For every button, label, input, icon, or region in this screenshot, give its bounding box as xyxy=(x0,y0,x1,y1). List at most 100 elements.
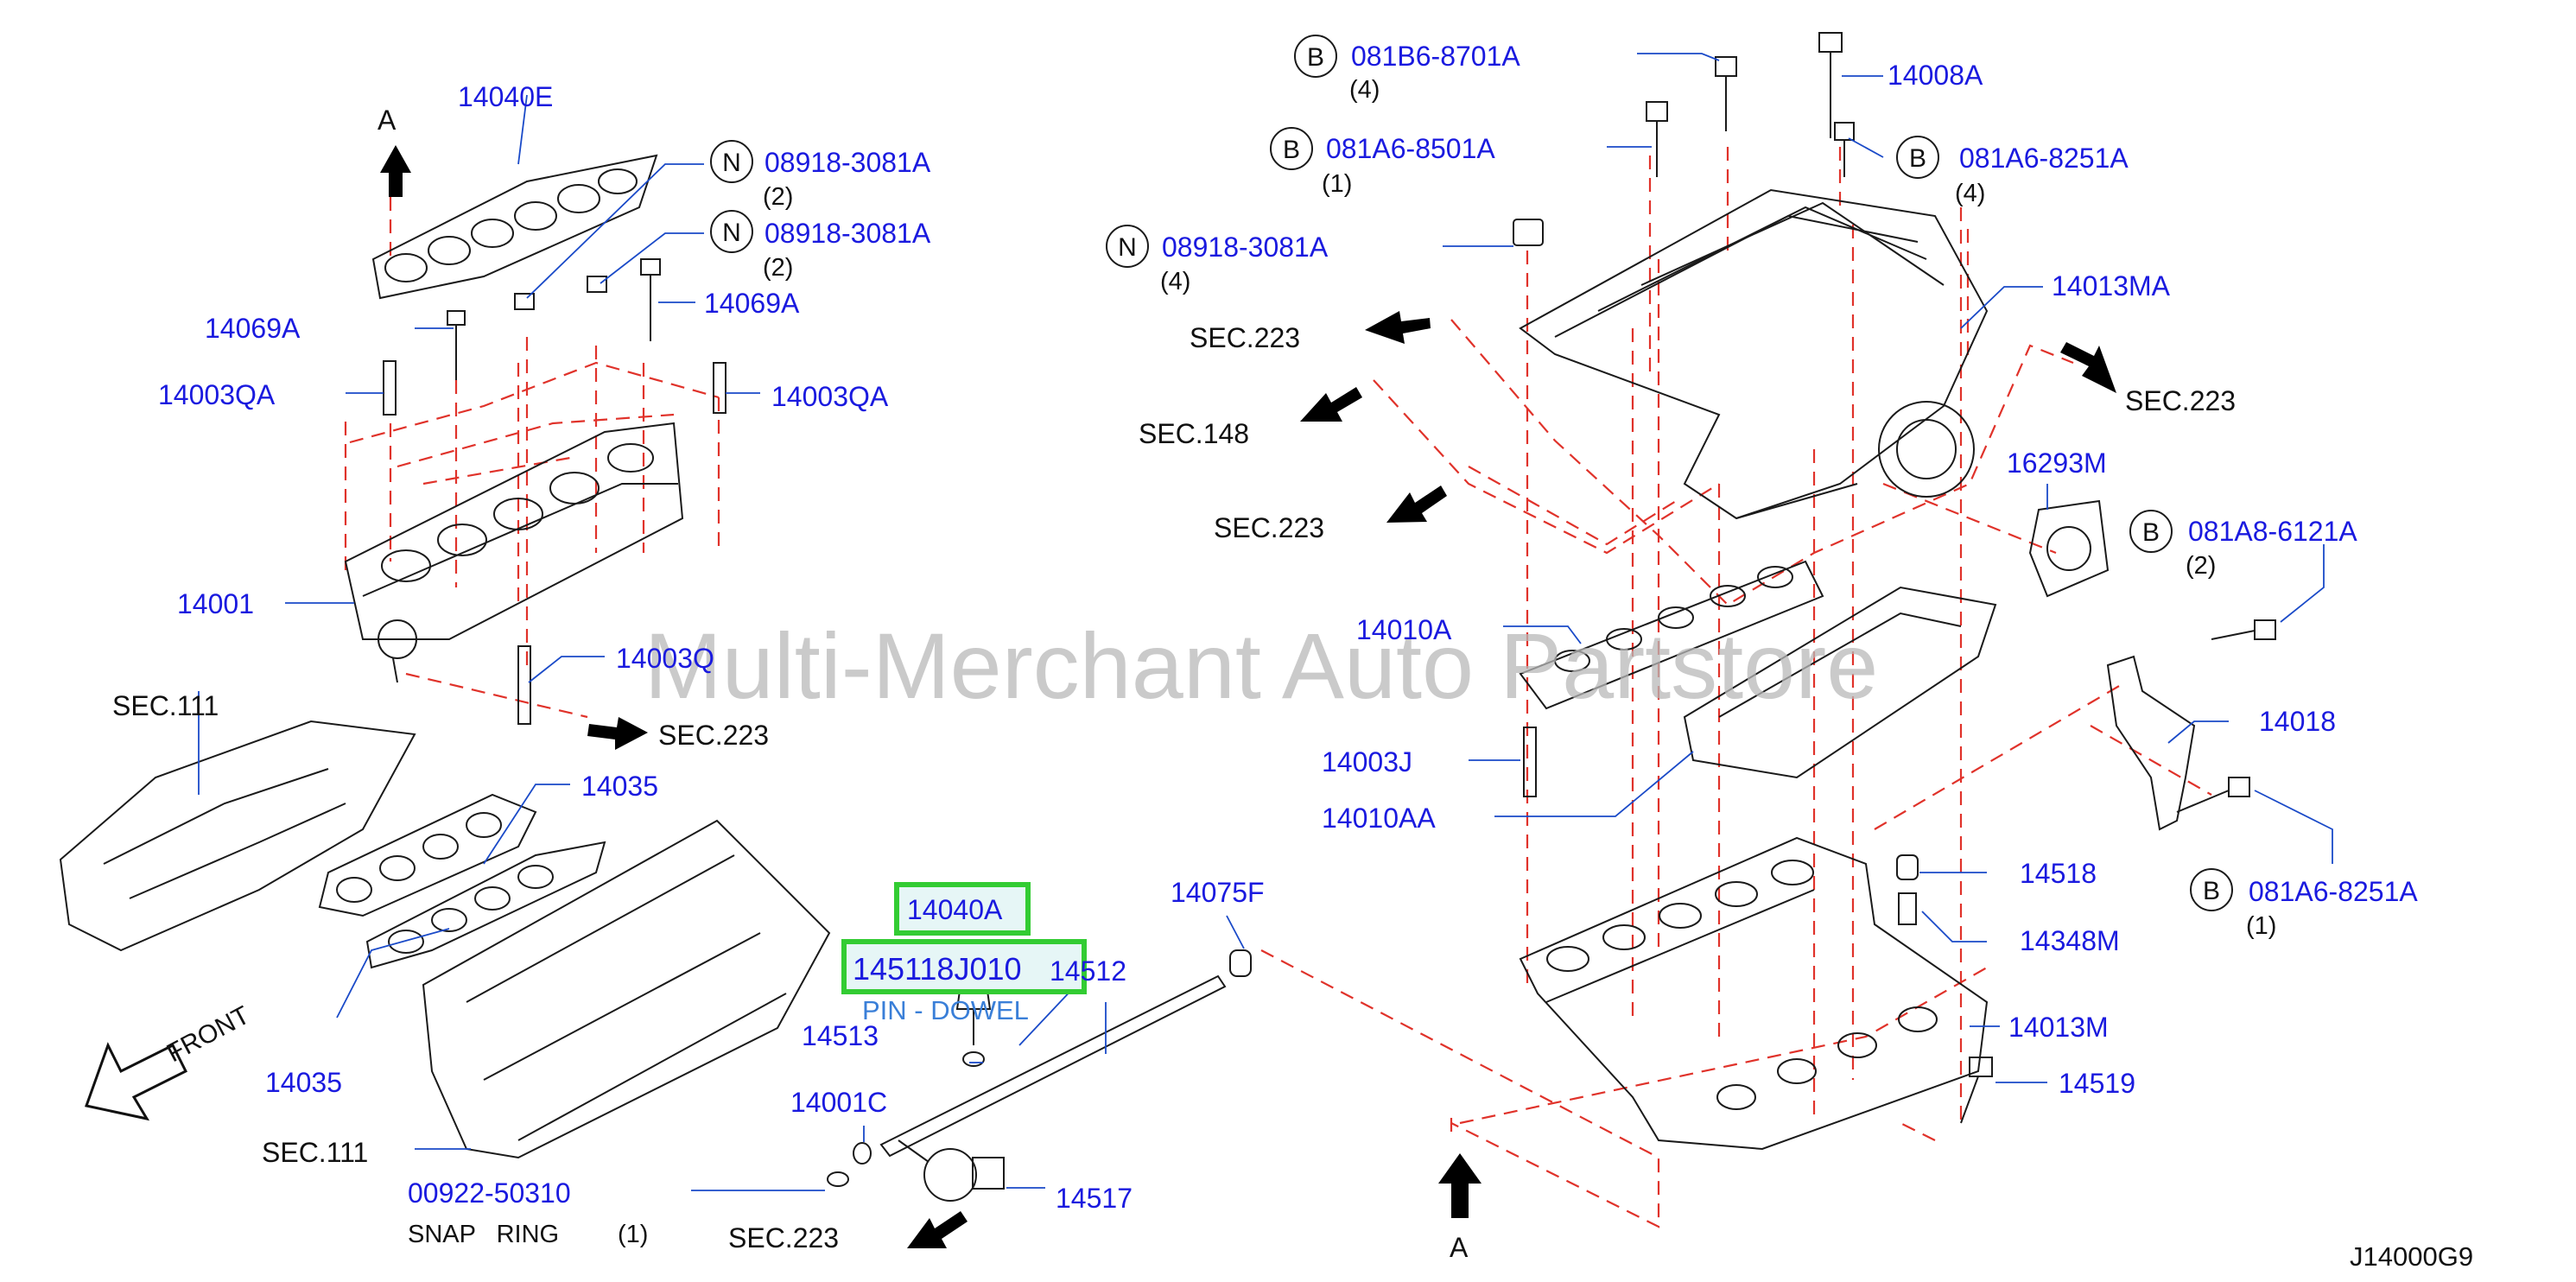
sec-111-top[interactable]: SEC.111 xyxy=(112,690,219,721)
bolt-081a8-6121a-drawing xyxy=(2211,619,2276,640)
collector-14001-drawing xyxy=(344,422,684,683)
sec-223-e[interactable]: SEC.223 xyxy=(728,1222,839,1253)
part-14517[interactable]: 14517 xyxy=(1056,1183,1133,1214)
sec-223-d[interactable]: SEC.223 xyxy=(658,720,769,751)
part-14040e[interactable]: 14040E xyxy=(458,81,553,112)
gasket-16293m-drawing xyxy=(2028,499,2110,598)
bolt-14069a-left-drawing xyxy=(447,310,466,380)
part-081a6-8251a-bottom[interactable]: 081A6-8251A xyxy=(2249,876,2418,907)
part-14001[interactable]: 14001 xyxy=(177,588,254,619)
part-14013m[interactable]: 14013M xyxy=(2008,1012,2109,1043)
part-081a6-8251a-top[interactable]: 081A6-8251A xyxy=(1959,143,2129,174)
part-14513[interactable]: 14513 xyxy=(802,1020,879,1051)
part-14512[interactable]: 14512 xyxy=(1050,955,1126,987)
part-14069a-left[interactable]: 14069A xyxy=(205,313,301,344)
intake-collector-14013ma-drawing xyxy=(1519,188,1989,520)
callout-circles xyxy=(710,35,2233,911)
qty-081a6-8501a: (1) xyxy=(1322,170,1352,198)
stud-14003q-drawing xyxy=(517,645,531,725)
part-14518[interactable]: 14518 xyxy=(2020,858,2097,889)
part-14075f[interactable]: 14075F xyxy=(1171,877,1265,908)
part-14040a[interactable]: 14040A xyxy=(907,894,1003,925)
part-081a8-6121a[interactable]: 081A8-6121A xyxy=(2188,516,2357,547)
label-a-bottom: A xyxy=(1450,1232,1469,1263)
front-label: FRONT xyxy=(162,1001,255,1069)
snap-ring-label: SNAP RING xyxy=(408,1221,559,1248)
callout-n3-code: N xyxy=(1118,233,1137,262)
sec-223-c[interactable]: SEC.223 xyxy=(2125,385,2236,416)
callout-b1-code: B xyxy=(1307,43,1324,72)
callout-n1-code: N xyxy=(722,149,741,177)
qty-081a6-8251a-bottom: (1) xyxy=(2246,912,2276,940)
arrow-sec223-d-icon xyxy=(587,717,648,750)
arrow-sec223-b-icon xyxy=(1386,486,1447,523)
arrow-sec223-e-icon xyxy=(907,1211,968,1248)
arrow-up-a-top-icon xyxy=(380,145,411,197)
part-081a6-8501a[interactable]: 081A6-8501A xyxy=(1326,133,1495,164)
pin-dowel-label: PIN - DOWEL xyxy=(862,995,1029,1025)
callout-b3-code: B xyxy=(1909,144,1926,173)
right-dashed-guides xyxy=(1260,147,2212,1228)
part-08918-3081a-first[interactable]: 08918-3081A xyxy=(765,147,931,178)
part-145118j010[interactable]: 145118J010 xyxy=(853,951,1022,987)
part-14010aa[interactable]: 14010AA xyxy=(1322,803,1436,834)
part-14035-bottom[interactable]: 14035 xyxy=(265,1067,342,1098)
sec-223-b[interactable]: SEC.223 xyxy=(1214,512,1324,543)
sec-148[interactable]: SEC.148 xyxy=(1139,418,1249,449)
part-08918-3081a-second[interactable]: 08918-3081A xyxy=(765,218,931,249)
bolt-081b6-8701a-drawing xyxy=(1715,56,1737,131)
bolt-081a6-8501a-drawing xyxy=(1646,101,1668,177)
direction-arrows xyxy=(380,145,2116,1248)
part-14018[interactable]: 14018 xyxy=(2259,706,2336,737)
highlight-145118j010[interactable] xyxy=(841,939,1087,994)
part-16293m[interactable]: 16293M xyxy=(2007,447,2107,479)
qty-081a6-8251a-top: (4) xyxy=(1955,180,1985,207)
diagram-code: J14000G9 xyxy=(2350,1241,2473,1272)
snap-ring-qty: (1) xyxy=(618,1221,648,1248)
part-00922-50310[interactable]: 00922-50310 xyxy=(408,1177,571,1209)
part-081b6-8701a[interactable]: 081B6-8701A xyxy=(1351,41,1520,72)
cylinder-block-sec111-bottom-drawing xyxy=(422,819,831,1159)
sec-223-a[interactable]: SEC.223 xyxy=(1190,322,1300,353)
part-14003j[interactable]: 14003J xyxy=(1322,746,1412,777)
callout-n2-code: N xyxy=(722,219,741,247)
callout-b4-code: B xyxy=(2142,518,2160,547)
part-14519[interactable]: 14519 xyxy=(2059,1068,2135,1099)
gasket-14010a-drawing xyxy=(1519,560,1824,710)
stud-14003qa-right-drawing xyxy=(713,362,726,414)
arrow-sec148-icon xyxy=(1300,387,1362,422)
part-14001c[interactable]: 14001C xyxy=(790,1087,887,1118)
highlight-14040a[interactable] xyxy=(894,882,1031,936)
label-a-top: A xyxy=(378,105,397,136)
nut-n1-drawing xyxy=(514,293,535,310)
spring-14348m-drawing xyxy=(1898,892,1917,925)
gasket-14035-top-drawing xyxy=(318,793,537,917)
part-08918-3081a-third[interactable]: 08918-3081A xyxy=(1162,232,1329,263)
part-14010a[interactable]: 14010A xyxy=(1356,614,1452,645)
bracket-14018-drawing xyxy=(2106,655,2196,831)
bolt-14008a-drawing xyxy=(1818,32,1843,138)
qty-08918-3081a-third: (4) xyxy=(1160,268,1190,295)
plug-14518-drawing xyxy=(1896,854,1919,880)
gasket-14010aa-drawing xyxy=(1683,586,1997,779)
part-14069a-right[interactable]: 14069A xyxy=(704,288,800,319)
part-14003qa-left[interactable]: 14003QA xyxy=(158,379,276,410)
part-14003qa-right[interactable]: 14003QA xyxy=(771,381,889,412)
snap-ring-drawing xyxy=(827,1171,849,1187)
bolt-14519-drawing xyxy=(1960,1057,1993,1124)
gasket-14035-bottom-drawing xyxy=(365,841,606,969)
bolt-081a6-8251a-bottom-drawing xyxy=(2176,777,2250,813)
bolt-14069a-right-drawing xyxy=(640,258,661,341)
left-part-drawings xyxy=(59,154,1252,1202)
sec-111-bottom[interactable]: SEC.111 xyxy=(262,1137,368,1168)
left-dashed-guides xyxy=(344,197,720,719)
arrow-up-a-bottom-icon xyxy=(1438,1153,1482,1218)
callout-b2-code: B xyxy=(1283,136,1300,164)
part-14348m[interactable]: 14348M xyxy=(2020,925,2120,956)
ring-14001c-drawing xyxy=(853,1142,872,1165)
part-14008a[interactable]: 14008A xyxy=(1888,60,1983,91)
part-14003q[interactable]: 14003Q xyxy=(616,643,714,674)
part-14035-top[interactable]: 14035 xyxy=(581,771,658,802)
part-14013ma[interactable]: 14013MA xyxy=(2052,270,2171,301)
